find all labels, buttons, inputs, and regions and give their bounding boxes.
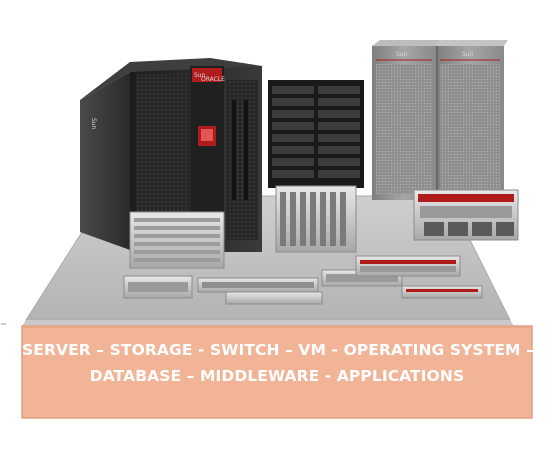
banner-text: SERVER – STORAGE - SWITCH – VM - OPERATI… <box>22 337 534 389</box>
rack-left-brand: Sun <box>194 72 206 79</box>
rack-right-brand: Sun <box>396 51 408 58</box>
storage-left <box>129 211 225 269</box>
rack-left-label: ORACLE <box>201 76 225 83</box>
rack-right-brand-2: Sun <box>462 51 474 58</box>
rack-left-red-badge <box>192 68 222 82</box>
banner-line-2: DATABASE – MIDDLEWARE - APPLICATIONS <box>89 367 465 385</box>
rack-left-side-brand: Sun <box>90 118 97 130</box>
rack-middle <box>268 80 364 253</box>
server-right <box>413 189 519 241</box>
rack-right: Sun Sun <box>372 40 508 200</box>
banner-line-1: SERVER – STORAGE - SWITCH – VM - OPERATI… <box>22 341 534 359</box>
rack-mount-units <box>123 255 483 305</box>
banner-box <box>21 325 533 419</box>
